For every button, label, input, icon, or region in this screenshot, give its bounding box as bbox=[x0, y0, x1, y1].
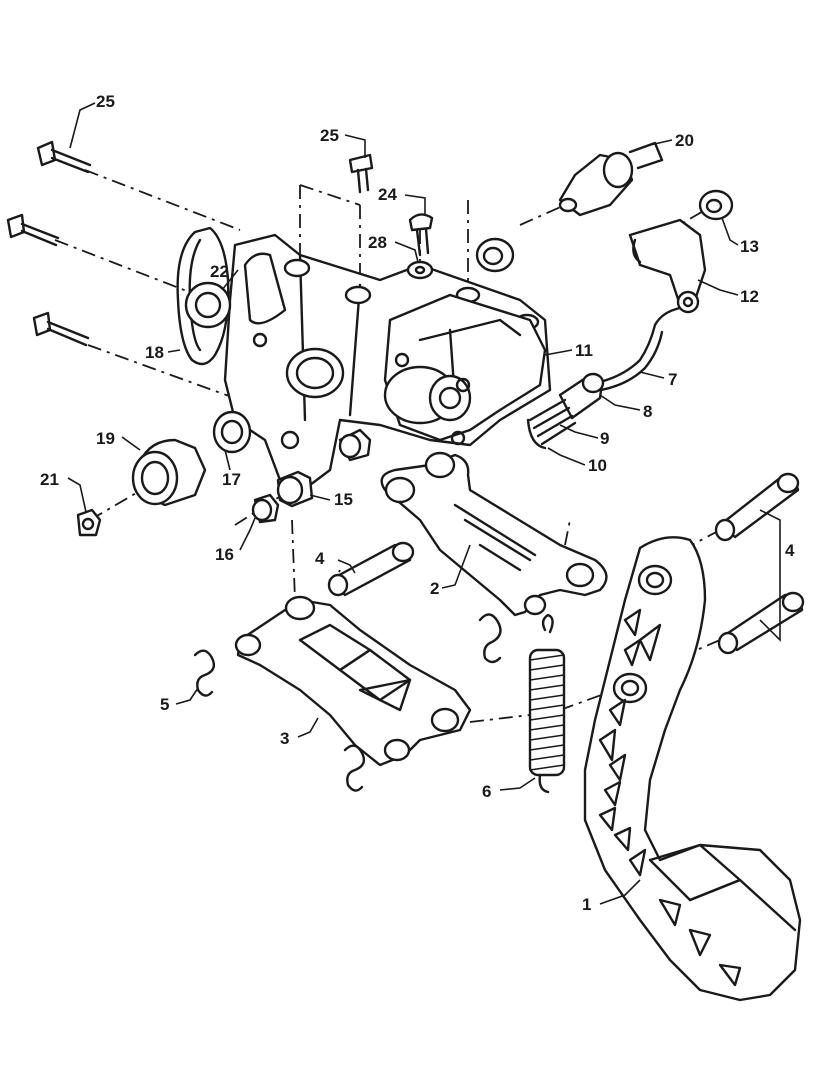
callout-4-left: 4 bbox=[315, 549, 325, 568]
callout-17: 17 bbox=[222, 470, 241, 489]
bolts bbox=[6, 140, 434, 347]
callout-28: 28 bbox=[368, 233, 387, 252]
callout-11: 11 bbox=[575, 341, 593, 360]
sensor-actuator bbox=[526, 372, 605, 450]
sensor-housing bbox=[383, 293, 547, 446]
pins bbox=[327, 472, 805, 655]
lower-lever-3 bbox=[234, 595, 472, 767]
callout-labels: 25 25 24 28 20 13 12 11 7 8 9 10 22 18 1… bbox=[40, 92, 795, 914]
callout-6: 6 bbox=[482, 782, 491, 801]
callout-13: 13 bbox=[740, 237, 759, 256]
bushings-and-nut bbox=[76, 410, 372, 537]
callout-12: 12 bbox=[740, 287, 759, 306]
sensor-cable bbox=[583, 218, 707, 394]
callout-18: 18 bbox=[145, 343, 164, 362]
clips bbox=[193, 613, 502, 792]
callout-16: 16 bbox=[215, 545, 234, 564]
callout-3: 3 bbox=[280, 729, 289, 748]
callout-24: 24 bbox=[378, 185, 397, 204]
callout-8: 8 bbox=[643, 402, 652, 421]
callout-25-top: 25 bbox=[320, 126, 339, 145]
washer-13 bbox=[698, 189, 734, 221]
callout-22: 22 bbox=[210, 262, 229, 281]
upper-lever-2 bbox=[380, 451, 608, 617]
callout-20: 20 bbox=[675, 131, 694, 150]
callout-19: 19 bbox=[96, 429, 115, 448]
pedal-arm-1 bbox=[583, 536, 802, 1002]
callout-7: 7 bbox=[668, 370, 677, 389]
bushing-upper bbox=[475, 237, 515, 273]
callout-9: 9 bbox=[600, 429, 609, 448]
callout-2: 2 bbox=[430, 579, 439, 598]
switch-20 bbox=[558, 141, 664, 217]
leader-lines bbox=[67, 102, 739, 905]
callout-25-left: 25 bbox=[96, 92, 115, 111]
return-spring-6 bbox=[528, 613, 566, 794]
callout-1: 1 bbox=[582, 895, 591, 914]
callout-4-right: 4 bbox=[785, 541, 795, 560]
callout-10: 10 bbox=[588, 456, 607, 475]
callout-5: 5 bbox=[160, 695, 169, 714]
callout-21: 21 bbox=[40, 470, 59, 489]
callout-15: 15 bbox=[334, 490, 353, 509]
